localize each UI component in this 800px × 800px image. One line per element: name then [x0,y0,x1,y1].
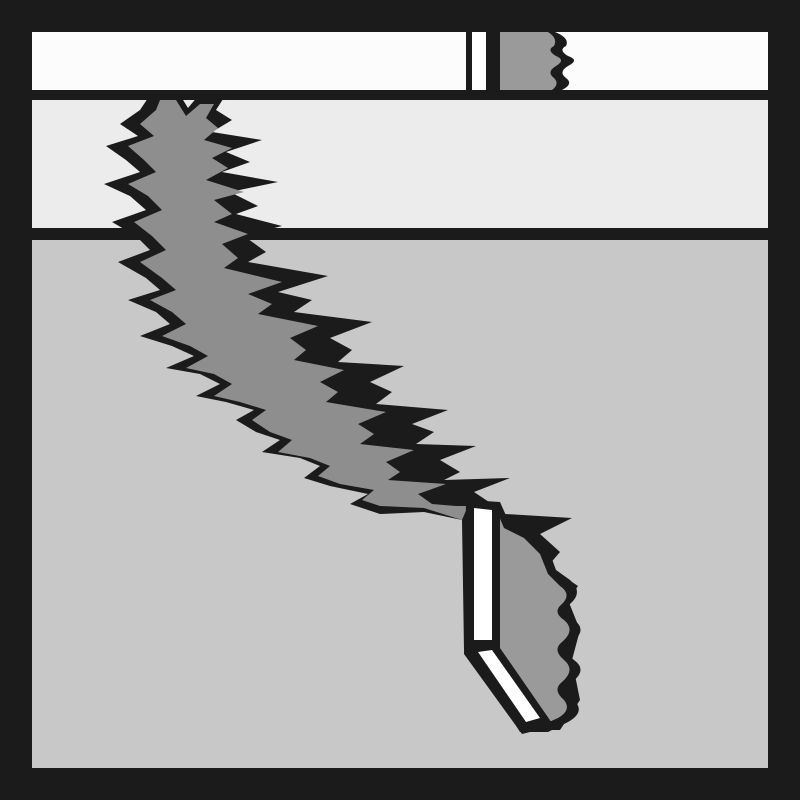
kerf-fill [128,100,468,520]
jigsaw-blade-icon [464,500,581,734]
blade-spine-highlight [474,508,492,640]
top-blade-icon [466,32,574,90]
blade-spine-edge-highlight [478,650,540,722]
top-board [32,32,768,90]
board-divider-top [32,90,768,100]
saw-kerf [104,95,580,730]
